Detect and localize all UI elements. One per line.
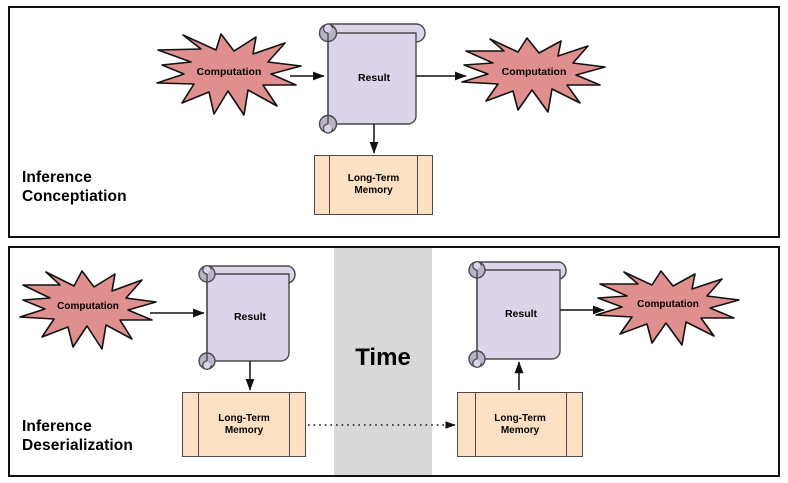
starburst-computation-bottom-out: Computation: [594, 270, 742, 352]
memory-label: Long-Term Memory: [347, 172, 400, 196]
starburst-computation-top-in: Computation: [155, 32, 303, 124]
tape-edge-left: [198, 393, 200, 456]
memory-label: Long-Term Memory: [494, 412, 546, 436]
tape-edge-left: [475, 393, 477, 456]
tape-edge-right: [566, 393, 568, 456]
starburst-computation-top-out: Computation: [460, 37, 608, 119]
scroll-result-top: Result: [316, 20, 432, 134]
tape-edge-right: [417, 156, 419, 214]
tape-edge-left: [329, 156, 331, 214]
memory-box-bottom-left: Long-Term Memory: [182, 392, 306, 457]
memory-label: Long-Term Memory: [218, 412, 270, 436]
scroll-result-bottom-left: Result: [196, 262, 304, 371]
time-label: Time: [355, 344, 411, 371]
time-band: [334, 248, 432, 475]
memory-box-bottom-right: Long-Term Memory: [457, 392, 583, 457]
starburst-computation-bottom-in: Computation: [18, 270, 158, 356]
tape-edge-right: [289, 393, 291, 456]
panel-bottom-title: Inference Deserialization: [22, 418, 133, 454]
scroll-result-bottom-right: Result: [466, 258, 576, 369]
panel-top-title: Inference Conceptiation: [22, 169, 127, 205]
memory-box-top: Long-Term Memory: [314, 155, 433, 215]
